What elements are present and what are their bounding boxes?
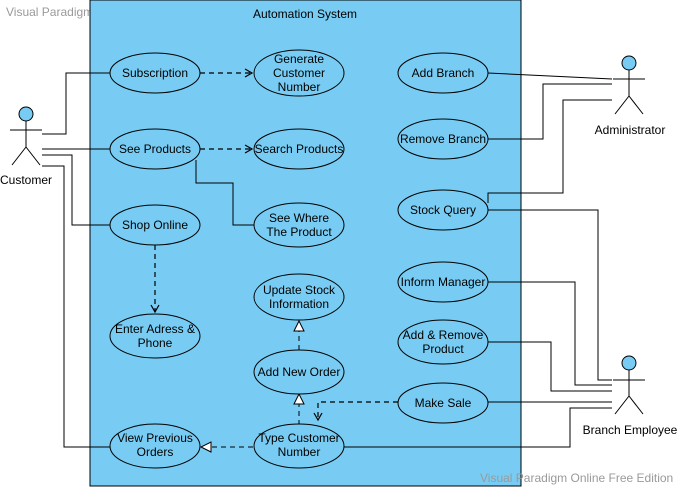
- svg-text:Shop Online: Shop Online: [122, 218, 188, 232]
- actor-customer[interactable]: Customer: [0, 106, 52, 187]
- svg-text:Subscription: Subscription: [122, 66, 188, 80]
- assoc-customer-view-previous: [42, 165, 110, 448]
- svg-text:See Where: See Where: [269, 211, 329, 225]
- usecase-see-where-the-product[interactable]: See Where The Product: [253, 202, 345, 248]
- usecase-search-products[interactable]: Search Products: [253, 128, 345, 170]
- svg-text:Inform Manager: Inform Manager: [401, 275, 486, 289]
- usecase-remove-branch[interactable]: Remove Branch: [397, 118, 489, 160]
- svg-text:Add & Remove: Add & Remove: [403, 328, 484, 342]
- svg-text:Generate: Generate: [274, 52, 324, 66]
- assoc-admin-stock-query: [487, 99, 612, 203]
- usecase-update-stock-information[interactable]: Update Stock Information: [253, 273, 345, 321]
- actor-administrator-label: Administrator: [595, 123, 666, 137]
- usecase-add-new-order[interactable]: Add New Order: [253, 349, 345, 395]
- system-title: Automation System: [253, 7, 357, 21]
- watermark-bottom: Visual Paradigm Online Free Edition: [480, 471, 674, 485]
- assoc-see-products-see-where: [195, 160, 256, 226]
- usecase-generate-customer-number[interactable]: Generate Customer Number: [253, 49, 345, 97]
- usecase-subscription[interactable]: Subscription: [109, 52, 201, 94]
- svg-text:Search Products: Search Products: [255, 142, 344, 156]
- svg-text:The Product: The Product: [266, 225, 332, 239]
- svg-text:Product: Product: [422, 342, 464, 356]
- svg-text:Orders: Orders: [137, 445, 174, 459]
- usecase-add-remove-product[interactable]: Add & Remove Product: [397, 319, 489, 365]
- actor-administrator[interactable]: Administrator: [595, 55, 666, 137]
- svg-text:Enter Adress &: Enter Adress &: [115, 322, 195, 336]
- svg-text:Add New Order: Add New Order: [258, 365, 341, 379]
- actor-branch-employee[interactable]: Branch Employee: [583, 355, 678, 437]
- svg-text:Stock Query: Stock Query: [410, 203, 476, 217]
- usecase-see-products[interactable]: See Products: [109, 128, 201, 170]
- svg-text:Add Branch: Add Branch: [412, 66, 475, 80]
- usecase-shop-online[interactable]: Shop Online: [109, 204, 201, 246]
- actor-customer-label: Customer: [0, 173, 52, 187]
- usecase-inform-manager[interactable]: Inform Manager: [397, 261, 489, 303]
- svg-text:Phone: Phone: [138, 336, 173, 350]
- svg-text:See Products: See Products: [119, 142, 191, 156]
- usecase-enter-adress-phone[interactable]: Enter Adress & Phone: [109, 313, 201, 359]
- assoc-employee-type-customer: [344, 407, 612, 448]
- assoc-customer-shop-online: [42, 154, 110, 226]
- svg-text:Number: Number: [278, 445, 321, 459]
- assoc-employee-add-remove: [488, 341, 612, 392]
- assoc-admin-add-branch: [487, 72, 613, 80]
- svg-text:Number: Number: [278, 80, 321, 94]
- assoc-admin-remove-branch: [488, 83, 612, 140]
- include-make-sale-type-customer: [313, 401, 398, 422]
- svg-text:Customer: Customer: [273, 66, 325, 80]
- usecase-make-sale[interactable]: Make Sale: [397, 382, 489, 424]
- usecase-view-previous-orders[interactable]: View Previous Orders: [109, 423, 201, 469]
- svg-text:Type Customer: Type Customer: [258, 431, 339, 445]
- svg-text:Update Stock: Update Stock: [263, 283, 336, 297]
- svg-text:Information: Information: [269, 297, 329, 311]
- svg-text:Remove Branch: Remove Branch: [400, 132, 486, 146]
- assoc-customer-subscription: [42, 72, 110, 135]
- usecase-stock-query[interactable]: Stock Query: [397, 189, 489, 231]
- svg-text:View Previous: View Previous: [117, 431, 193, 445]
- actor-branch-employee-label: Branch Employee: [583, 423, 678, 437]
- assoc-employee-inform-manager: [488, 281, 612, 386]
- svg-text:Make Sale: Make Sale: [415, 396, 472, 410]
- usecase-add-branch[interactable]: Add Branch: [397, 52, 489, 94]
- assoc-employee-stock-query: [488, 209, 612, 381]
- usecase-type-customer-number[interactable]: Type Customer Number: [253, 423, 345, 469]
